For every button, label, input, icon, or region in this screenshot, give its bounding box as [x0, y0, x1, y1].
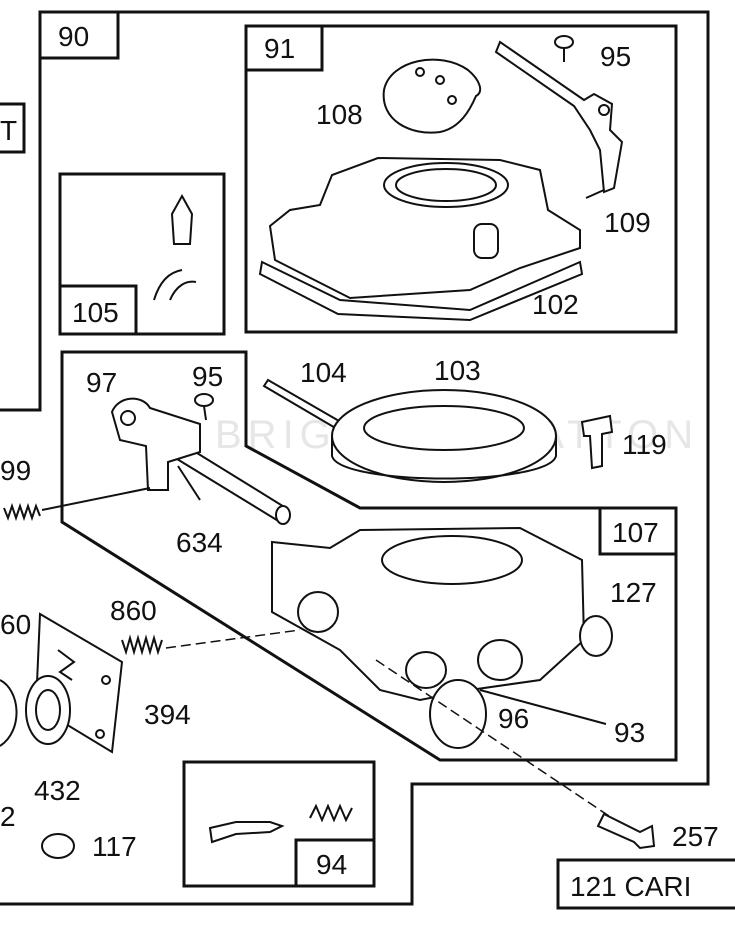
box-91-tag [244, 24, 324, 72]
part-label-257: 257 [672, 821, 719, 852]
part-label-119: 119 [622, 429, 667, 460]
needle-clip [153, 269, 197, 301]
footer-box [556, 858, 735, 910]
lower-body-port [405, 651, 447, 689]
top-body-bore [383, 162, 509, 208]
part-label-93: 93 [614, 717, 645, 748]
diaphragm-432 [25, 675, 71, 745]
left-edge-label: T [0, 115, 17, 146]
box-90-outline [0, 10, 710, 906]
part-label-60: 60 [0, 609, 31, 640]
plate-394-hole [95, 729, 105, 739]
lower-body-bore [381, 535, 523, 585]
part-label-394: 394 [144, 699, 191, 730]
box-94-outline [182, 760, 376, 888]
box-107-tag [598, 506, 678, 556]
plate-hole [415, 67, 425, 77]
screw-95-head [554, 35, 574, 49]
part-label-103: 103 [434, 355, 481, 386]
box-90-tag [38, 10, 120, 60]
part-label-95-top: 95 [600, 41, 631, 72]
part-label-860: 860 [110, 595, 157, 626]
screw-257 [596, 812, 656, 850]
part-label-104: 104 [300, 357, 347, 388]
throttle-plate-108 [382, 58, 482, 134]
plate-394-logo [57, 649, 76, 681]
footer-label: 121 CARI [570, 871, 691, 902]
screw-95b-head [194, 393, 214, 407]
float-103 [331, 389, 557, 483]
box-94-number: 94 [316, 849, 347, 880]
float-inner [363, 405, 525, 451]
top-body-boss [473, 223, 499, 259]
part-label-634: 634 [176, 527, 223, 558]
box-107-number: 107 [612, 517, 659, 548]
cap-117 [41, 833, 75, 859]
gasket-102 [258, 260, 584, 322]
float-side [331, 436, 557, 480]
part-label-97: 97 [86, 367, 117, 398]
box-94-tag [294, 838, 376, 888]
leader-109 [585, 189, 605, 199]
part-label-432: 432 [34, 775, 81, 806]
spring-860 [121, 634, 163, 656]
part-label-99: 99 [0, 455, 31, 486]
box-91-outline [244, 24, 678, 334]
part-label-109: 109 [604, 207, 651, 238]
lower-body-port [477, 639, 523, 681]
throttle-shaft-109 [494, 40, 624, 194]
lower-body-flange-hole [297, 591, 339, 633]
spring-860-leader [165, 629, 301, 649]
spring-99-leader [41, 487, 151, 511]
screw-95b-shank [203, 405, 207, 421]
box-90-left-edge [0, 12, 42, 412]
shaft-hole [598, 104, 610, 116]
leader-634 [177, 465, 201, 501]
spring-99 [3, 502, 41, 522]
box-105-number: 105 [72, 297, 119, 328]
float-needle [170, 193, 194, 245]
top-body-bore-inner [395, 168, 497, 202]
box-90-number: 90 [58, 21, 89, 52]
idle-spring [309, 803, 353, 823]
part-label-96: 96 [498, 703, 529, 734]
box-105-tag [58, 284, 138, 336]
part-label-95-mid: 95 [192, 361, 223, 392]
leader-257 [375, 659, 613, 819]
edge-ring [0, 679, 18, 747]
leader-93 [479, 689, 607, 725]
idle-screw [208, 821, 285, 844]
left-edge-box [0, 102, 26, 154]
choke-shaft-end [275, 505, 291, 525]
diaphragm-inner [35, 689, 61, 731]
plate-hole [435, 75, 445, 85]
plate-394-hole [101, 675, 111, 685]
screw-119 [580, 414, 614, 470]
o-ring-127 [579, 615, 613, 657]
box-91-number: 91 [264, 33, 295, 64]
lever-hole [120, 410, 136, 426]
part-label-117: 117 [92, 831, 137, 862]
part-label-102: 102 [532, 289, 579, 320]
part-label-127: 127 [610, 577, 657, 608]
box-105-outline [58, 172, 226, 336]
plate-hole [447, 95, 457, 105]
part-label-2: 2 [0, 801, 16, 832]
part-label-108: 108 [316, 99, 363, 130]
